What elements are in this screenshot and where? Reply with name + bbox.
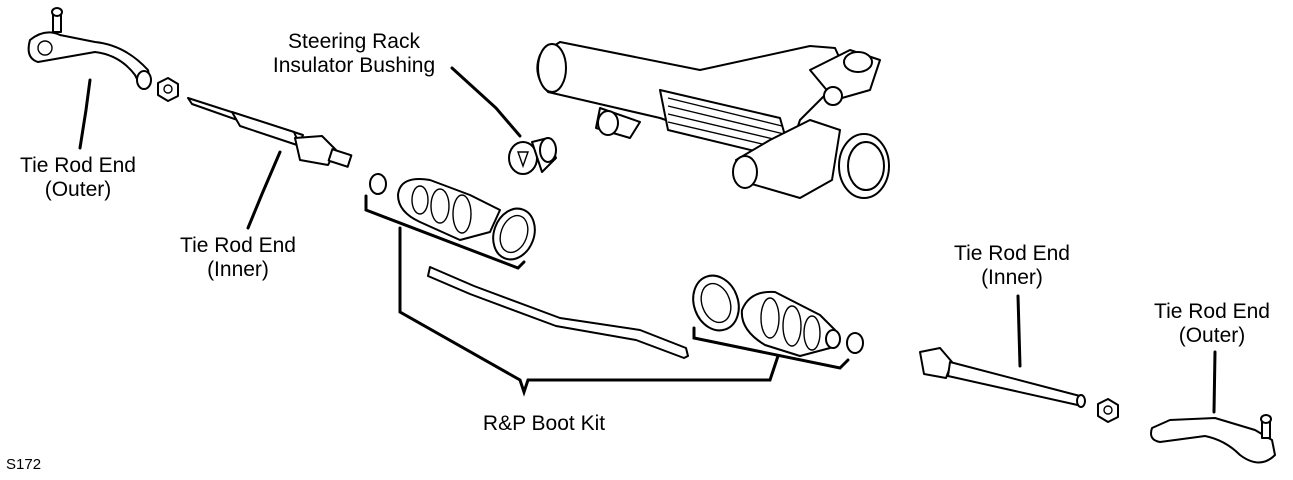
label-line: (Inner) [207, 258, 269, 281]
boot-kit-left-part [369, 173, 536, 261]
label-line: Tie Rod End [20, 154, 136, 177]
tie-rod-end-inner-right-label: Tie Rod End (Inner) [942, 242, 1082, 290]
boot-kit-right-part [692, 274, 864, 357]
steering-rack-bushing-label: Steering Rack Insulator Bushing [264, 30, 444, 78]
label-line: (Outer) [1178, 324, 1246, 347]
label-line: Tie Rod End [180, 234, 296, 257]
tie-rod-end-inner-left-part [187, 97, 353, 168]
tie-rod-end-outer-right-part [1150, 414, 1276, 464]
leader-lines [78, 66, 1217, 414]
label-line: Tie Rod End [954, 242, 1070, 265]
tie-rod-end-outer-left-part [27, 7, 152, 90]
label-line: Insulator Bushing [272, 54, 436, 77]
rack-bar-part [427, 266, 689, 359]
tie-rod-end-inner-right-part [919, 347, 1086, 408]
figure-code: S172 [6, 456, 42, 473]
steering-rack-part [536, 41, 890, 199]
label-line: (Inner) [981, 266, 1043, 289]
nut-left [157, 77, 179, 102]
tie-rod-end-inner-left-label: Tie Rod End (Inner) [168, 234, 308, 282]
tie-rod-end-outer-right-label: Tie Rod End (Outer) [1142, 300, 1282, 348]
label-line: Tie Rod End [1154, 300, 1270, 323]
nut-right [1097, 398, 1119, 423]
tie-rod-end-outer-left-label: Tie Rod End (Outer) [8, 154, 148, 202]
boot-kit-label: R&P Boot Kit [482, 412, 606, 435]
bushing-part [508, 137, 557, 175]
label-line: Steering Rack [288, 30, 420, 53]
label-line: (Outer) [44, 178, 112, 201]
